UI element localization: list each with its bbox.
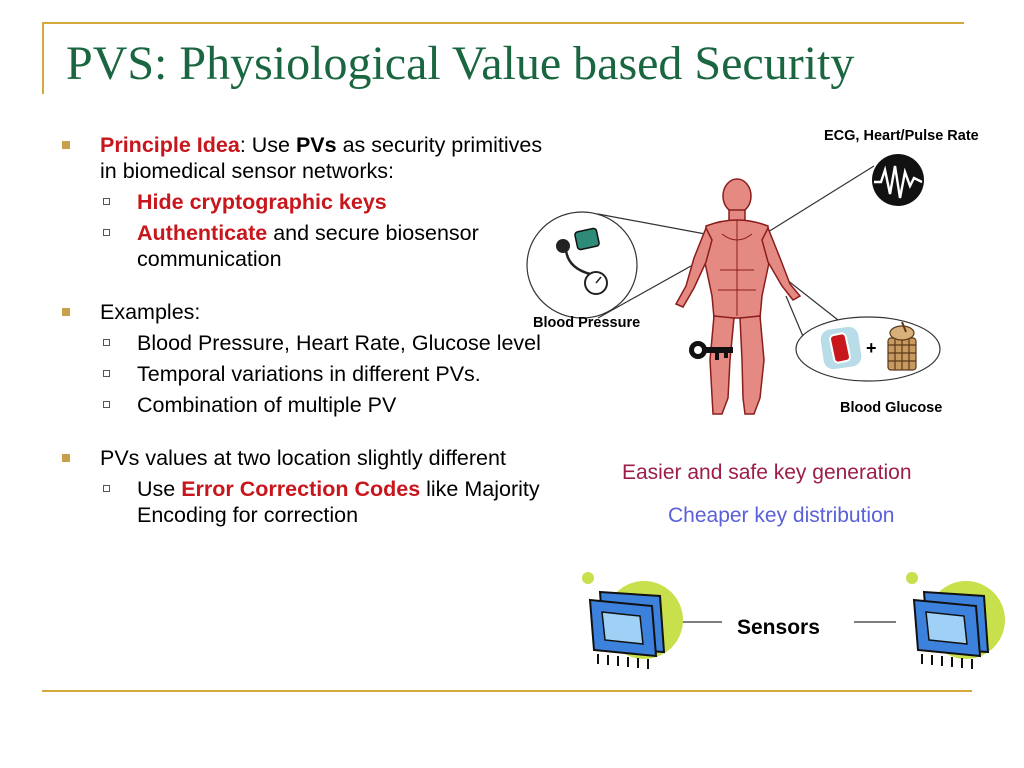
sub-bullet-ecc: Use Error Correction Codes like Majority… bbox=[62, 476, 552, 528]
ecg-connector-line bbox=[767, 165, 875, 233]
authenticate-text: and secure biosensor communication bbox=[137, 221, 479, 271]
ecg-waveform bbox=[874, 165, 923, 199]
example-item: Temporal variations in different PVs. bbox=[62, 361, 552, 387]
bullet-marker bbox=[62, 454, 70, 462]
frame-bottom-line bbox=[42, 690, 972, 692]
sub-bullet-marker bbox=[103, 229, 110, 236]
example-item-text: Temporal variations in different PVs. bbox=[137, 362, 481, 386]
bullet-principle: Principle Idea: Use PVs as security prim… bbox=[62, 132, 552, 184]
bullet-marker bbox=[62, 308, 70, 316]
bullet-list: Principle Idea: Use PVs as security prim… bbox=[62, 132, 552, 528]
ecc-label: Error Correction Codes bbox=[181, 477, 421, 501]
principle-label: Principle Idea bbox=[100, 133, 240, 157]
blood-pressure-label: Blood Pressure bbox=[533, 315, 641, 331]
sub-bullet-marker bbox=[103, 198, 110, 205]
blood-pressure-circle bbox=[526, 211, 638, 319]
sub-bullet-marker bbox=[103, 339, 110, 346]
principle-text1: : Use bbox=[239, 133, 296, 157]
location-text: PVs values at two location slightly diff… bbox=[100, 446, 506, 470]
ecc-pre: Use bbox=[137, 477, 182, 501]
sub-bullet-marker bbox=[103, 485, 110, 492]
bullet-marker bbox=[62, 141, 70, 149]
example-item-text: Combination of multiple PV bbox=[137, 393, 397, 417]
key-distribution-note: Cheaper key distribution bbox=[668, 504, 895, 527]
sub-bullet-marker bbox=[103, 401, 110, 408]
glucose-connector-line bbox=[781, 275, 839, 321]
examples-label: Examples: bbox=[100, 300, 201, 324]
sub-bullet-hide-keys: Hide cryptographic keys bbox=[62, 189, 552, 215]
blood-pressure-cuff-icon bbox=[556, 227, 608, 295]
example-item: Combination of multiple PV bbox=[62, 392, 552, 418]
plus-sign: + bbox=[866, 338, 877, 358]
key-generation-note: Easier and safe key generation bbox=[622, 461, 912, 484]
principle-text2: as security primitives in biomedical sen… bbox=[100, 133, 543, 183]
sub-bullet-authenticate: Authenticate and secure biosensor commun… bbox=[62, 220, 552, 272]
sub-bullet-marker bbox=[103, 370, 110, 377]
principle-pvs: PVs bbox=[295, 133, 337, 157]
bullet-location: PVs values at two location slightly diff… bbox=[62, 445, 552, 471]
hide-keys-text: Hide cryptographic keys bbox=[137, 190, 387, 214]
ecc-post: like Majority Encoding for correction bbox=[137, 477, 540, 527]
blood-glucose-label: Blood Glucose bbox=[840, 400, 943, 416]
frame-top-line bbox=[42, 22, 964, 24]
bp-connector-line bbox=[597, 213, 717, 237]
key-icon bbox=[689, 341, 733, 360]
sensor-chip-icon bbox=[906, 572, 1005, 669]
sensors-label: Sensors bbox=[737, 616, 820, 639]
frame-vertical-line bbox=[42, 22, 44, 94]
bullet-examples: Examples: bbox=[62, 299, 552, 325]
slide-title: PVS: Physiological Value based Security bbox=[66, 37, 855, 90]
example-item: Blood Pressure, Heart Rate, Glucose leve… bbox=[62, 330, 552, 356]
ecg-label: ECG, Heart/Pulse Rate bbox=[824, 128, 979, 144]
human-body-icon bbox=[674, 178, 802, 415]
food-basket-icon bbox=[887, 321, 917, 371]
sensor-chip-icon bbox=[582, 572, 683, 669]
authenticate-label: Authenticate bbox=[137, 221, 268, 245]
glucose-vial-icon bbox=[820, 326, 862, 370]
example-item-text: Blood Pressure, Heart Rate, Glucose leve… bbox=[137, 331, 541, 355]
